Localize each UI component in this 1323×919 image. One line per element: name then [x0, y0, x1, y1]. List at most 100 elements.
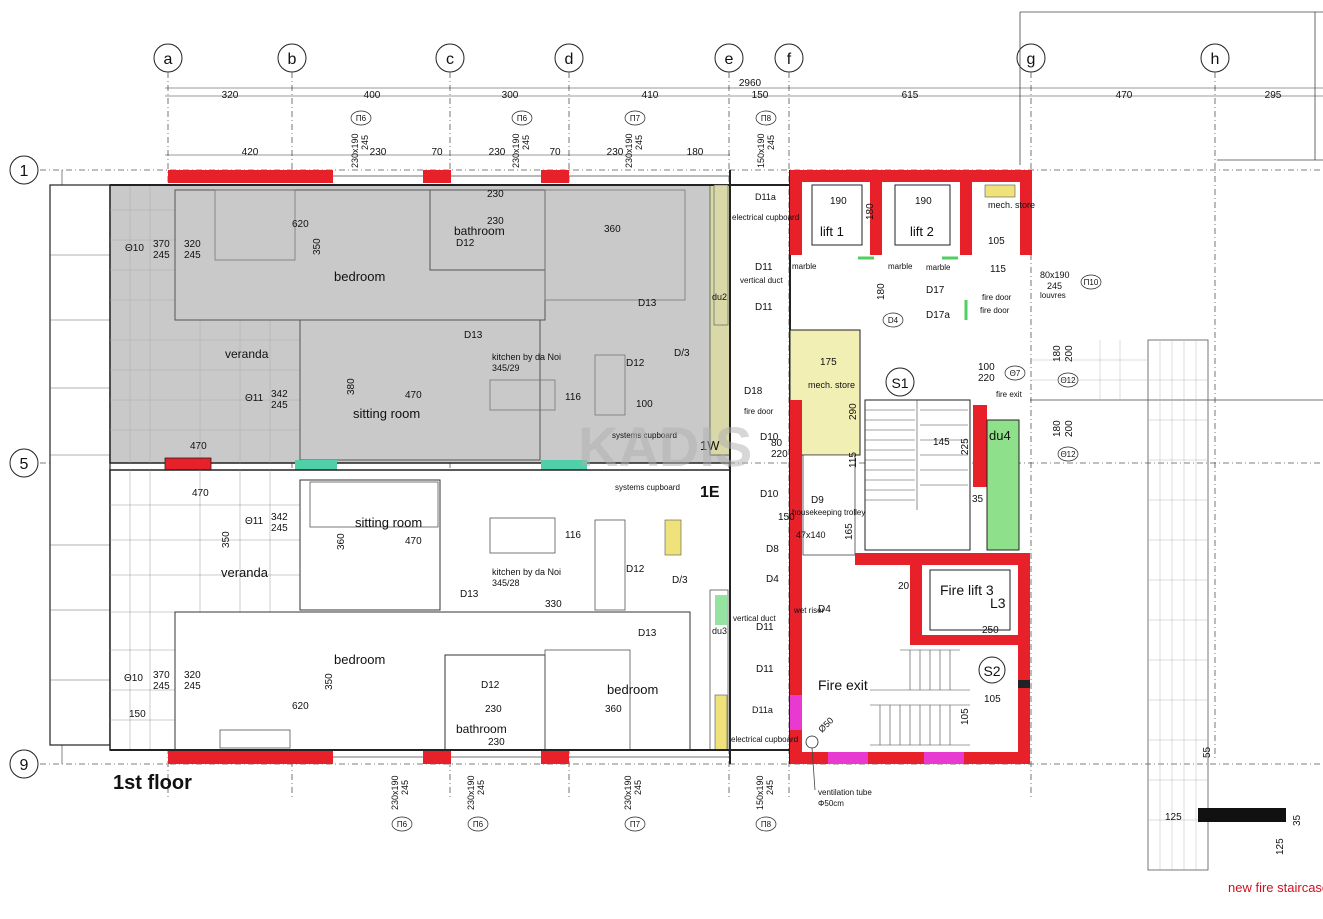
svg-text:245: 245 — [521, 135, 531, 150]
svg-text:1W: 1W — [700, 438, 720, 453]
svg-text:330: 330 — [545, 599, 562, 610]
svg-text:electrical cupboard: electrical cupboard — [732, 213, 799, 222]
svg-text:47x140: 47x140 — [796, 530, 826, 540]
lift-label: Fire lift 3 — [940, 582, 994, 598]
svg-text:300: 300 — [502, 90, 519, 101]
svg-text:du3: du3 — [712, 626, 727, 636]
svg-text:D11: D11 — [756, 622, 774, 633]
room-label: bedroom — [334, 652, 385, 667]
svg-text:290: 290 — [848, 403, 859, 420]
room-label: kitchen by da Noi — [492, 567, 561, 577]
svg-text:Θ11: Θ11 — [245, 393, 264, 404]
svg-text:230x190: 230x190 — [623, 775, 633, 810]
svg-text:245: 245 — [153, 250, 170, 261]
top-dimensions: 2960 320 400 300 410 150 615 470 295 420… — [165, 78, 1323, 158]
svg-text:470: 470 — [405, 390, 422, 401]
svg-text:220: 220 — [771, 449, 788, 460]
svg-text:125: 125 — [1165, 812, 1182, 823]
svg-text:d: d — [565, 51, 574, 68]
svg-text:vertical duct: vertical duct — [733, 614, 776, 623]
svg-text:Θ12: Θ12 — [1060, 450, 1076, 459]
svg-text:55: 55 — [1202, 746, 1213, 758]
svg-text:360: 360 — [336, 533, 347, 550]
svg-text:D13: D13 — [638, 298, 657, 309]
room-label: kitchen by da Noi — [492, 352, 561, 362]
new-staircase-label: new fire staircase — [1228, 880, 1323, 895]
svg-text:80x190: 80x190 — [1040, 270, 1070, 280]
svg-text:D12: D12 — [626, 564, 645, 575]
svg-text:230: 230 — [370, 147, 387, 158]
svg-text:Θ7: Θ7 — [1010, 369, 1021, 378]
svg-text:370: 370 — [153, 239, 170, 250]
room-label: veranda — [221, 565, 269, 580]
svg-text:D13: D13 — [464, 330, 483, 341]
svg-text:180: 180 — [1052, 420, 1063, 437]
svg-text:370: 370 — [153, 670, 170, 681]
svg-text:250: 250 — [982, 625, 999, 636]
svg-text:180: 180 — [865, 203, 876, 220]
apartment-top: bedroom bathroom veranda sitting room ki… — [109, 184, 731, 464]
svg-text:П6: П6 — [397, 820, 408, 829]
svg-text:electrical cupboard: electrical cupboard — [731, 735, 798, 744]
svg-text:245: 245 — [633, 780, 643, 795]
svg-text:190: 190 — [830, 196, 847, 207]
svg-text:П8: П8 — [761, 114, 772, 123]
svg-text:245: 245 — [766, 135, 776, 150]
svg-text:fire door: fire door — [744, 407, 774, 416]
svg-text:620: 620 — [292, 219, 309, 230]
svg-text:230x190: 230x190 — [466, 775, 476, 810]
facade-bottom-walls — [110, 749, 790, 764]
svg-text:marble: marble — [926, 263, 951, 272]
svg-text:9: 9 — [20, 757, 29, 774]
svg-text:245: 245 — [271, 523, 288, 534]
svg-text:П8: П8 — [761, 820, 772, 829]
svg-text:230x190: 230x190 — [511, 133, 521, 168]
svg-text:350: 350 — [221, 531, 232, 548]
lift-label: lift 2 — [910, 224, 934, 239]
svg-text:g: g — [1027, 51, 1036, 68]
svg-text:615: 615 — [902, 90, 919, 101]
svg-text:louvres: louvres — [1040, 291, 1066, 300]
svg-text:115: 115 — [990, 264, 1006, 275]
stair-label: S2 — [983, 663, 1000, 679]
svg-text:100: 100 — [636, 399, 653, 410]
svg-text:2960: 2960 — [739, 78, 762, 89]
svg-text:L3: L3 — [990, 595, 1006, 611]
svg-text:342: 342 — [271, 512, 288, 523]
svg-text:vertical duct: vertical duct — [740, 276, 783, 285]
svg-text:230: 230 — [485, 704, 502, 715]
svg-text:80: 80 — [771, 438, 783, 449]
right-terrace: 55 125 125 35 new fire staircase — [1019, 11, 1323, 895]
svg-text:420: 420 — [242, 147, 259, 158]
svg-text:D9: D9 — [811, 495, 824, 506]
svg-text:245: 245 — [1047, 281, 1062, 291]
svg-text:housekeeping trolley: housekeeping trolley — [792, 508, 865, 517]
svg-text:D11: D11 — [756, 664, 774, 675]
svg-text:П7: П7 — [630, 114, 641, 123]
svg-text:360: 360 — [605, 704, 622, 715]
svg-text:200: 200 — [1064, 345, 1075, 362]
room-label: bedroom — [334, 269, 385, 284]
svg-text:470: 470 — [192, 488, 209, 499]
svg-text:360: 360 — [604, 224, 621, 235]
svg-text:marble: marble — [792, 262, 817, 271]
svg-text:245: 245 — [476, 780, 486, 795]
svg-text:230x190: 230x190 — [624, 133, 634, 168]
room-label: bedroom — [607, 682, 658, 697]
svg-text:du4: du4 — [989, 428, 1011, 443]
svg-text:П10: П10 — [1084, 278, 1099, 287]
svg-text:342: 342 — [271, 389, 288, 400]
svg-text:116: 116 — [565, 392, 581, 403]
svg-text:145: 145 — [933, 437, 950, 448]
svg-text:470: 470 — [405, 536, 422, 547]
svg-text:a: a — [164, 51, 173, 68]
svg-text:Θ12: Θ12 — [1060, 376, 1076, 385]
svg-text:245: 245 — [360, 135, 370, 150]
svg-text:180: 180 — [687, 147, 704, 158]
svg-text:35: 35 — [972, 494, 984, 505]
svg-text:245: 245 — [184, 681, 201, 692]
